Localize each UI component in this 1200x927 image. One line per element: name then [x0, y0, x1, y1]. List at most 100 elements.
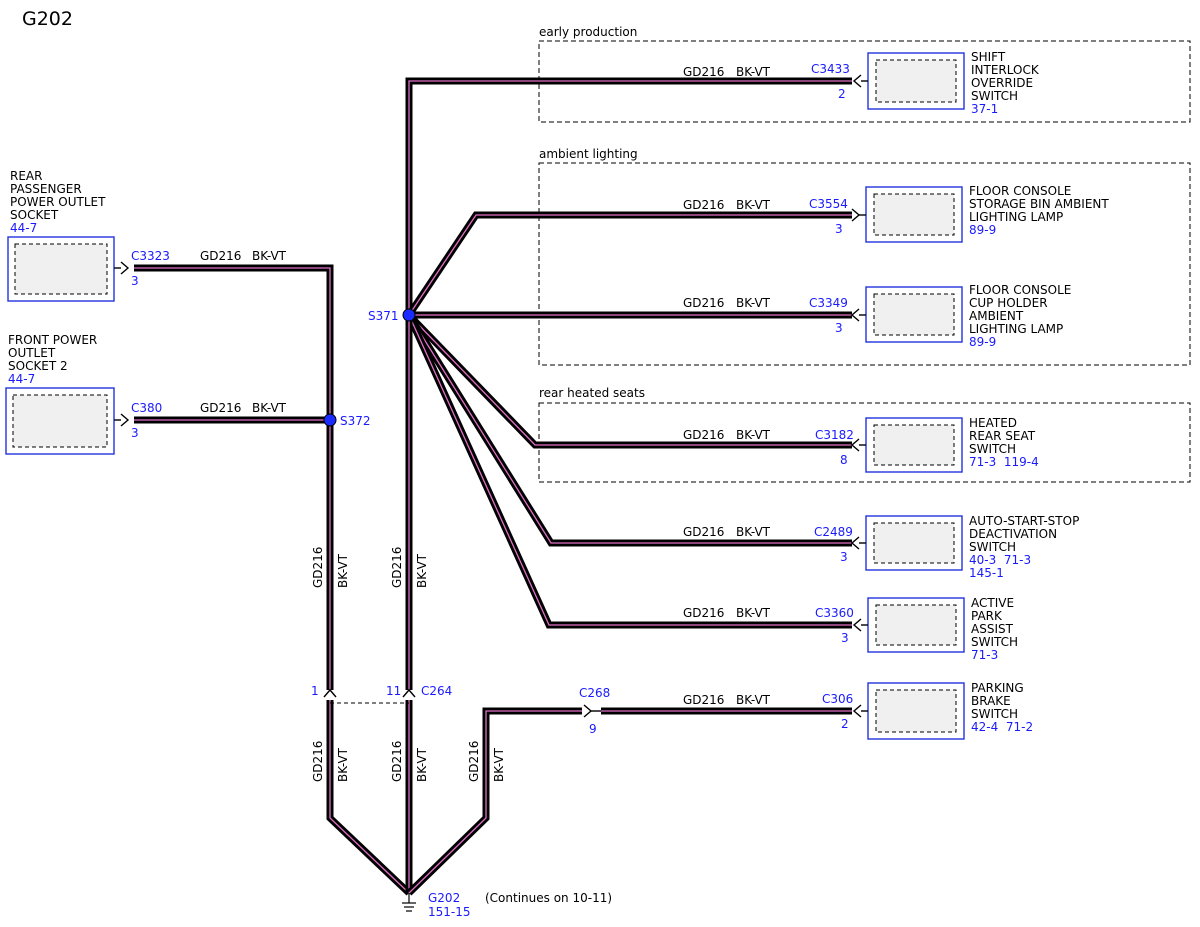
component-ref[interactable]: 44-7 — [10, 221, 37, 235]
component-label-line: OUTLET — [8, 346, 56, 360]
pin-label: 2 — [841, 717, 849, 731]
connector-label[interactable]: C3323 — [131, 249, 170, 263]
component-ref[interactable]: 71-3 119-4 — [969, 455, 1039, 469]
wire-color-label: BK-VT — [736, 525, 771, 539]
component-label-line: LIGHTING LAMP — [969, 210, 1063, 224]
component-label-line: ACTIVE — [971, 596, 1014, 610]
connector-label[interactable]: C3433 — [811, 62, 850, 76]
ground-ref[interactable]: 151-15 — [428, 905, 471, 919]
pin-label: 3 — [131, 426, 139, 440]
component-floor-console-cup-holder-lamp[interactable]: C3349 3 FLOOR CONSOLE CUP HOLDER AMBIENT… — [809, 283, 1071, 349]
page-title: G202 — [22, 8, 73, 30]
component-label-line: ASSIST — [971, 622, 1014, 636]
pin-label: 2 — [838, 87, 846, 101]
inline-connector-c264[interactable]: 1 11 C264 — [311, 684, 452, 704]
component-auto-start-stop-deactivation-switch[interactable]: C2489 3 AUTO-START-STOP DEACTIVATION SWI… — [814, 514, 1079, 580]
wire-color-label: BK-VT — [736, 428, 771, 442]
continuation-note: (Continues on 10-11) — [485, 891, 612, 905]
component-label-line: SOCKET 2 — [8, 359, 68, 373]
connector-label[interactable]: C3182 — [815, 428, 854, 442]
component-label-line: FRONT POWER — [8, 333, 97, 347]
pin-label: 1 — [311, 684, 319, 698]
component-ref[interactable]: 89-9 — [969, 335, 996, 349]
component-label-line: POWER OUTLET — [10, 195, 106, 209]
connector-label[interactable]: C264 — [421, 684, 452, 698]
splice-s372[interactable]: S372 — [323, 413, 371, 428]
pin-label: 3 — [131, 274, 139, 288]
wire-circuit-label: GD216 — [683, 296, 724, 310]
connector-label[interactable]: C268 — [579, 686, 610, 700]
component-ref[interactable]: 37-1 — [971, 102, 998, 116]
wire-color-label: BK-VT — [736, 296, 771, 310]
wire-circuit-label: GD216 — [683, 693, 724, 707]
component-label-line: PARK — [971, 609, 1003, 623]
wire-circuit-label: GD216 — [200, 249, 241, 263]
component-label-line: PASSENGER — [10, 182, 82, 196]
component-label-line: HEATED — [969, 416, 1017, 430]
component-label-line: LIGHTING LAMP — [969, 322, 1063, 336]
connector-label[interactable]: C3554 — [809, 197, 848, 211]
component-label-line: SHIFT — [971, 50, 1006, 64]
wire-circuit-label: GD216 — [390, 741, 404, 782]
component-label-line: SWITCH — [971, 707, 1018, 721]
component-label-line: DEACTIVATION — [969, 527, 1057, 541]
component-shift-interlock-override-switch[interactable]: C3433 2 SHIFT INTERLOCK OVERRIDE SWITCH … — [811, 50, 1040, 116]
component-ref[interactable]: 89-9 — [969, 223, 996, 237]
pin-label: 11 — [386, 684, 401, 698]
wire-color-label: BK-VT — [252, 249, 287, 263]
wires — [134, 77, 852, 896]
connector-label[interactable]: C3349 — [809, 296, 848, 310]
pin-label: 3 — [841, 631, 849, 645]
pin-label: 3 — [835, 321, 843, 335]
pin-label: 9 — [589, 722, 597, 736]
wire-circuit-label: GD216 — [683, 65, 724, 79]
wire-color-label: BK-VT — [736, 198, 771, 212]
component-label-line: STORAGE BIN AMBIENT — [969, 197, 1109, 211]
wire-color-label: BK-VT — [736, 606, 771, 620]
wire-color-label: BK-VT — [736, 65, 771, 79]
component-label-line: BRAKE — [971, 694, 1011, 708]
group-early-production: early production — [538, 25, 1191, 123]
vertical-wire-labels: GD216 BK-VT GD216 BK-VT GD216 BK-VT GD21… — [311, 547, 506, 782]
connector-label[interactable]: C380 — [131, 401, 162, 415]
component-active-park-assist-switch[interactable]: C3360 3 ACTIVE PARK ASSIST SWITCH 71-3 — [815, 596, 1018, 662]
component-label-line: SWITCH — [969, 540, 1016, 554]
connector-label[interactable]: C306 — [822, 692, 853, 706]
splice-s371[interactable]: S371 — [368, 308, 416, 323]
component-rear-passenger-power-outlet-socket[interactable]: REAR PASSENGER POWER OUTLET SOCKET 44-7 … — [7, 169, 170, 302]
component-label-line: AMBIENT — [969, 309, 1024, 323]
group-label-rear-heated-seats: rear heated seats — [539, 386, 645, 400]
component-heated-rear-seat-switch[interactable]: C3182 8 HEATED REAR SEAT SWITCH 71-3 119… — [815, 416, 1039, 473]
component-ref[interactable]: 44-7 — [8, 372, 35, 386]
component-parking-brake-switch[interactable]: C306 2 PARKING BRAKE SWITCH 42-4 71-2 — [822, 681, 1033, 740]
wire-circuit-label: GD216 — [683, 525, 724, 539]
component-ref[interactable]: 40-3 71-3 — [969, 553, 1031, 567]
connector-label[interactable]: C3360 — [815, 606, 854, 620]
wire-circuit-label: GD216 — [683, 428, 724, 442]
pin-label: 8 — [840, 453, 848, 467]
component-label-line: AUTO-START-STOP — [969, 514, 1079, 528]
connector-label[interactable]: C2489 — [814, 525, 853, 539]
group-label-early-production: early production — [539, 25, 637, 39]
group-label-ambient-lighting: ambient lighting — [539, 147, 638, 161]
ground-g202[interactable]: G202 151-15 (Continues on 10-11) — [402, 891, 612, 919]
component-ref[interactable]: 145-1 — [969, 566, 1004, 580]
wire-labels: GD216 BK-VT GD216 BK-VT GD216 BK-VT GD21… — [200, 65, 771, 707]
component-label-line: INTERLOCK — [971, 63, 1040, 77]
wire-circuit-label: GD216 — [311, 547, 325, 588]
component-front-power-outlet-socket-2[interactable]: FRONT POWER OUTLET SOCKET 2 44-7 C380 3 — [5, 333, 162, 455]
component-label-line: SOCKET — [10, 208, 59, 222]
component-label-line: SWITCH — [971, 89, 1018, 103]
wire-color-label: BK-VT — [415, 747, 429, 782]
component-ref[interactable]: 71-3 — [971, 648, 998, 662]
component-floor-console-storage-bin-lamp[interactable]: C3554 3 FLOOR CONSOLE STORAGE BIN AMBIEN… — [809, 184, 1109, 243]
inline-connector-c268[interactable]: C268 9 — [579, 686, 610, 736]
wire-circuit-label: GD216 — [311, 741, 325, 782]
ground-label: G202 — [428, 891, 460, 905]
component-ref[interactable]: 42-4 71-2 — [971, 720, 1033, 734]
wire-color-label: BK-VT — [736, 693, 771, 707]
wire-circuit-label: GD216 — [683, 198, 724, 212]
splice-label: S372 — [340, 414, 371, 428]
wire-circuit-label: GD216 — [390, 547, 404, 588]
component-label-line: SWITCH — [969, 442, 1016, 456]
